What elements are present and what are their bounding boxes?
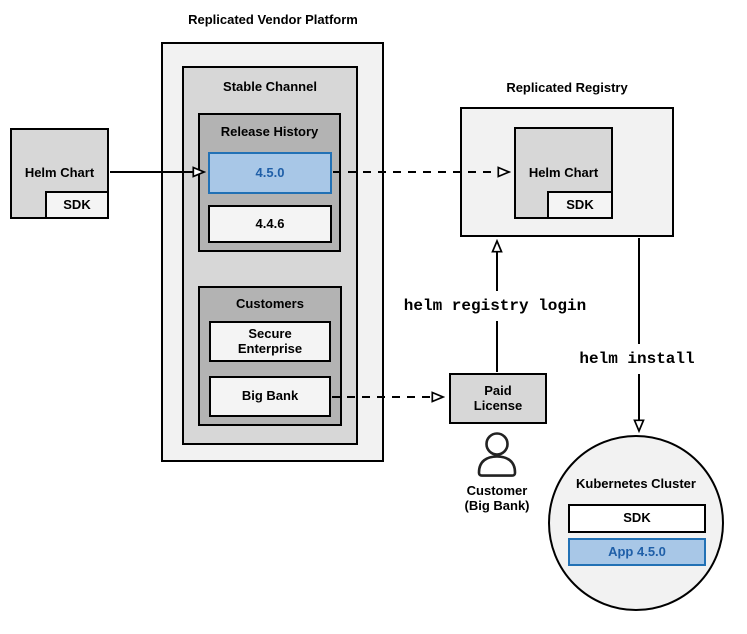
- helm-chart-source-sdk-box: SDK: [45, 191, 109, 219]
- vendor-platform-title: Replicated Vendor Platform: [188, 12, 358, 27]
- stable-channel-label: Stable Channel: [223, 79, 317, 94]
- customer-caption-line2: (Big Bank): [464, 497, 530, 513]
- kubernetes-cluster-title: Kubernetes Cluster: [576, 476, 696, 491]
- customer-secure-enterprise: Secure Enterprise: [209, 321, 331, 362]
- helm-install-label: helm install: [577, 344, 697, 374]
- release-version-4-5-0: 4.5.0: [208, 152, 332, 194]
- customer-caption: Customer (Big Bank): [452, 483, 542, 514]
- paid-license-box: Paid License: [449, 373, 547, 424]
- customer-big-bank: Big Bank: [209, 376, 331, 417]
- registry-title: Replicated Registry: [506, 80, 628, 95]
- release-version-4-4-6: 4.4.6: [208, 205, 332, 243]
- kubernetes-sdk-box: SDK: [568, 504, 706, 533]
- customer-secure-enterprise-label: Secure Enterprise: [237, 325, 303, 356]
- registry-helm-chart-sdk-box: SDK: [547, 191, 613, 219]
- release-history-label: Release History: [220, 124, 319, 139]
- paid-license-label: Paid License: [473, 382, 523, 413]
- customer-caption-line1: Customer: [466, 483, 528, 498]
- person-icon: [477, 432, 517, 477]
- customers-label: Customers: [236, 296, 304, 311]
- kubernetes-app-box: App 4.5.0: [568, 538, 706, 566]
- helm-registry-login-label: helm registry login: [399, 291, 591, 321]
